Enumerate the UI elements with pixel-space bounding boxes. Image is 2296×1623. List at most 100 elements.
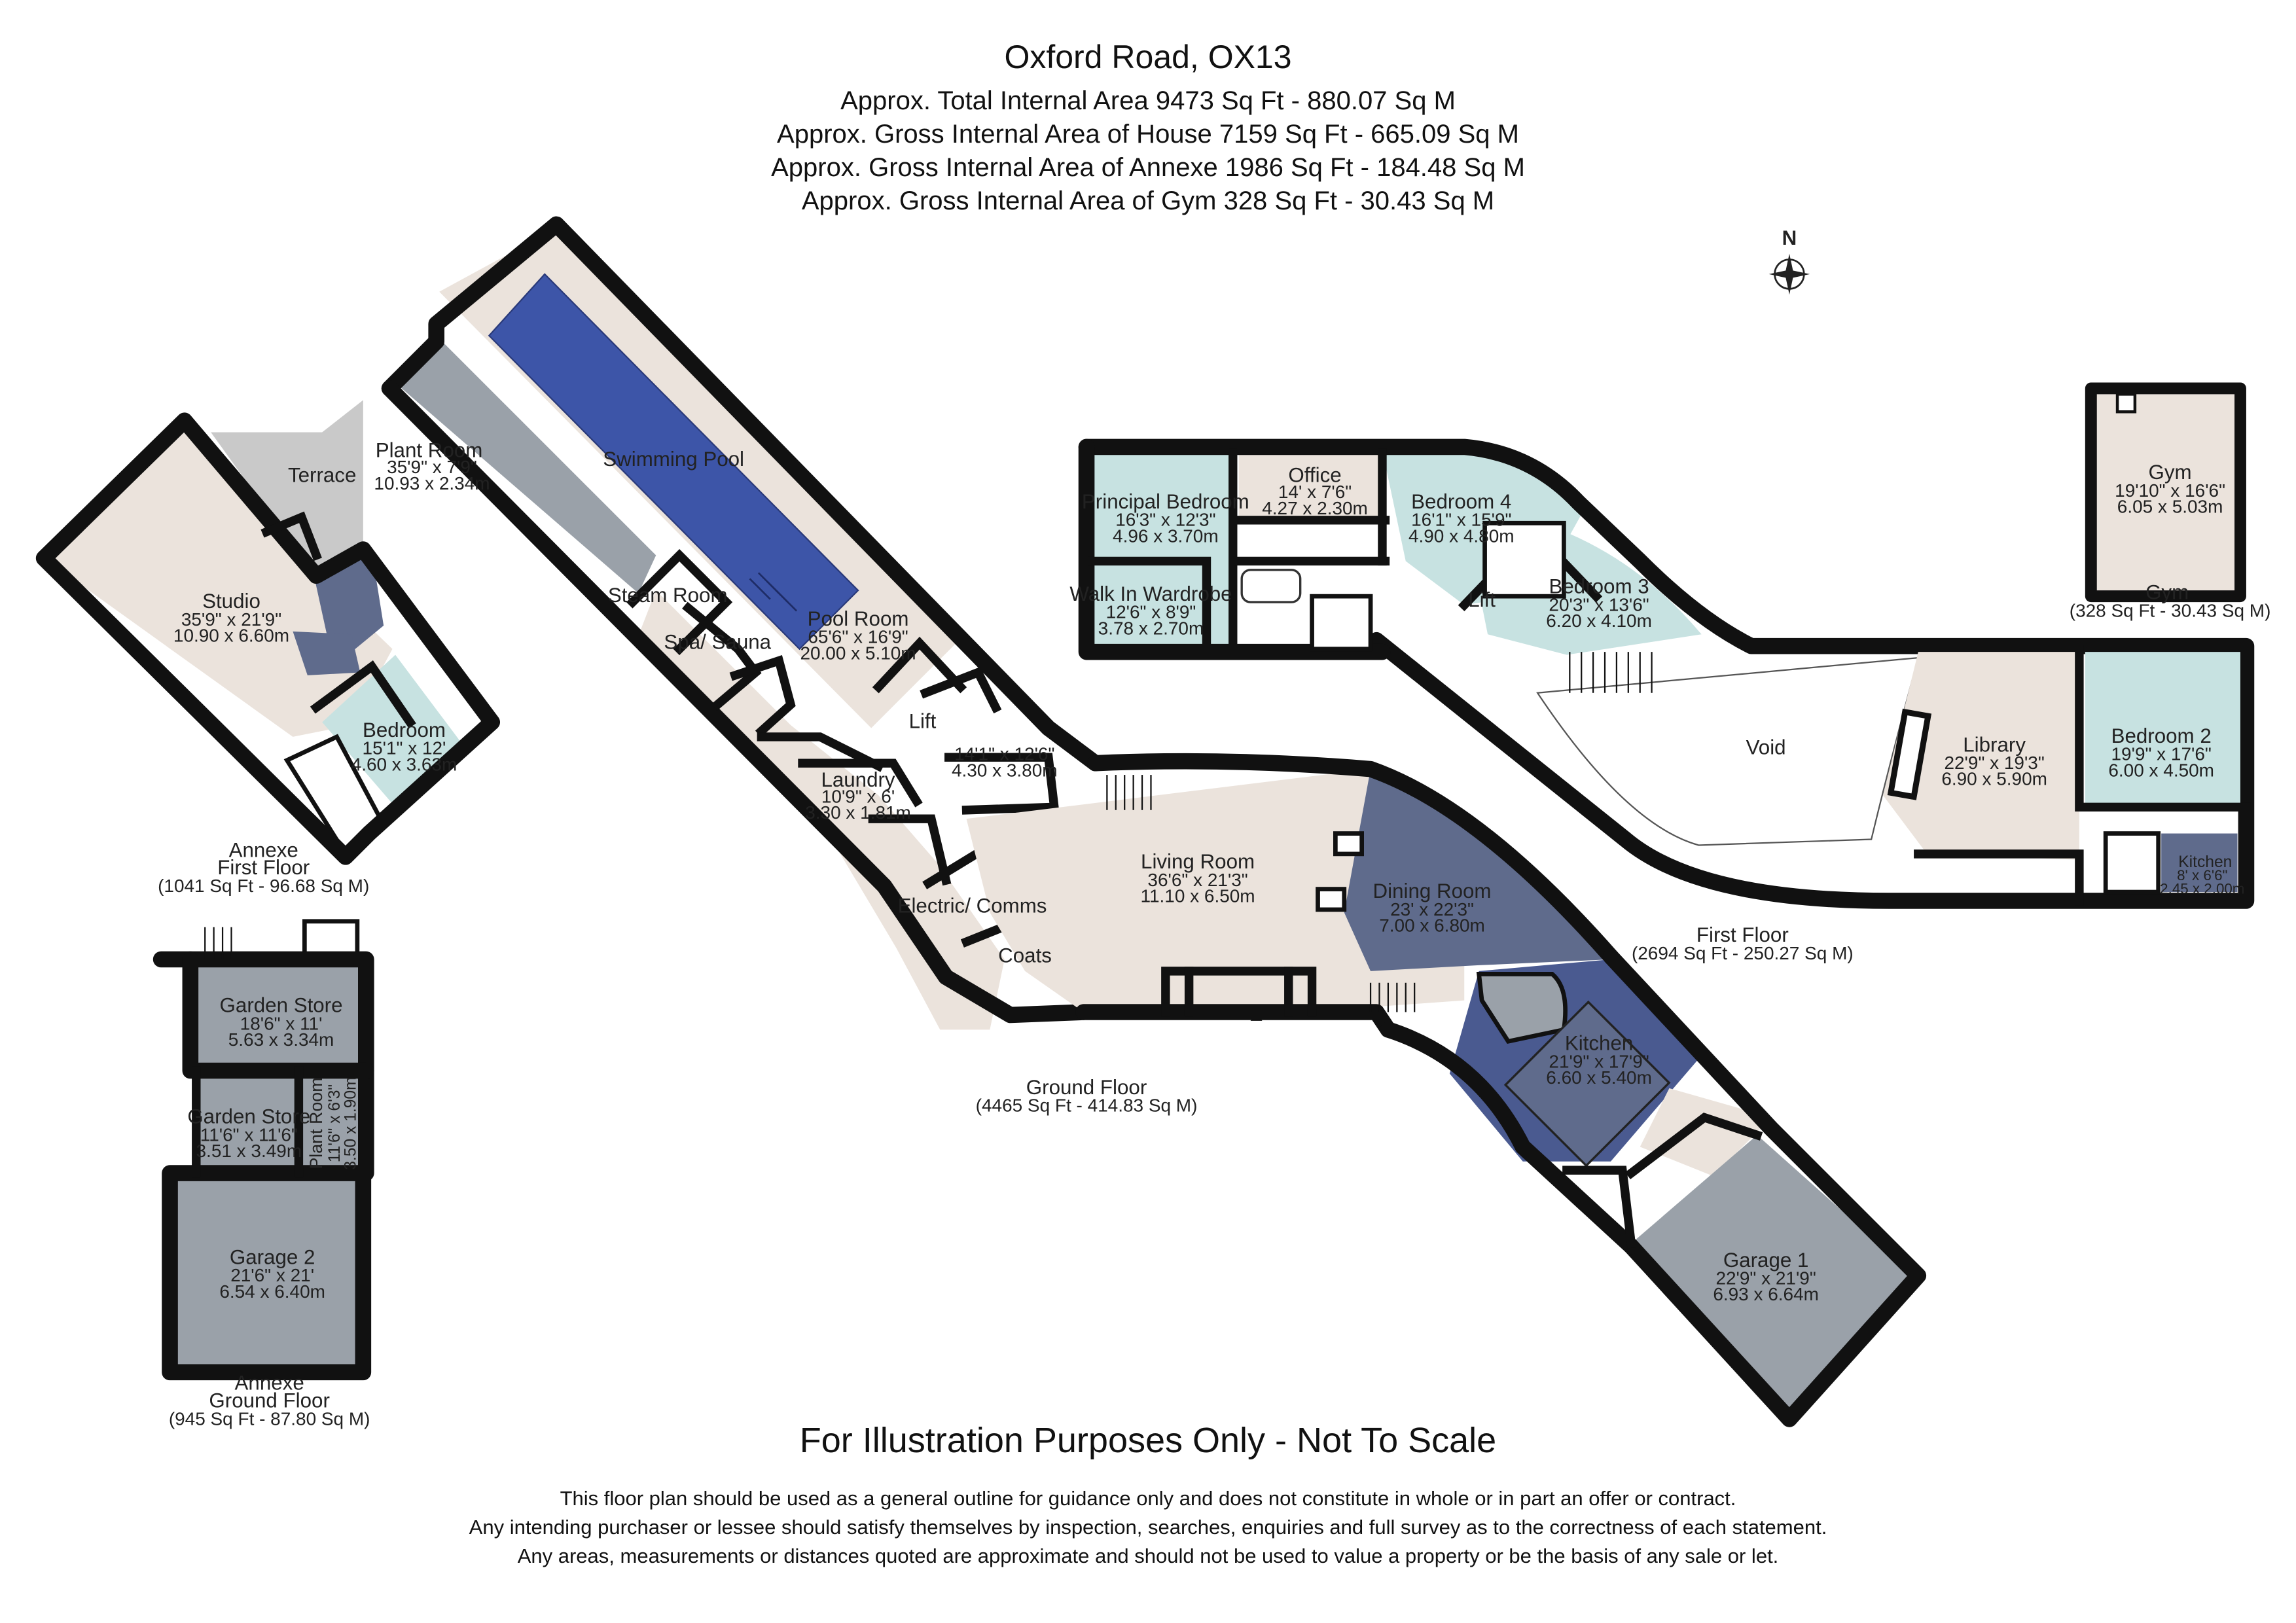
bedroom-3-dims-metric: 6.20 x 4.10m: [1546, 611, 1652, 631]
walk-in-wardrobe-label: Walk In Wardrobe: [1069, 582, 1232, 605]
bedroom-2-dims-imperial: 19'9" x 17'6": [2111, 744, 2212, 764]
annexe-bedroom-label: Bedroom: [363, 719, 446, 741]
laundry-dims-metric: 3.30 x 1.81m: [805, 802, 911, 823]
office-floor: [1238, 452, 1386, 520]
bedroom-2-floor: [2085, 652, 2240, 804]
annexe-area-line: Approx. Gross Internal Area of Annexe 19…: [771, 153, 1525, 182]
annexe-ground-floor: [152, 919, 374, 1381]
living-room-label: Living Room: [1141, 850, 1255, 873]
laundry-label: Laundry: [821, 768, 895, 791]
bedroom-4-label: Bedroom 4: [1411, 490, 1511, 513]
pool-plant-room-dims-imperial: 35'9" x 7'9": [387, 457, 477, 477]
annexe-first-floor-label-2: First Floor: [217, 856, 310, 879]
gym-building: [2085, 382, 2246, 603]
dining-room-floor: [1344, 769, 1611, 971]
first-lift-label: Lift: [1468, 588, 1496, 611]
office-dims-imperial: 14' x 7'6": [1278, 482, 1352, 502]
walk-in-wardrobe-dims-metric: 3.78 x 2.70m: [1098, 618, 1204, 638]
garage-2-label: Garage 2: [230, 1245, 315, 1268]
laundry-dims-imperial: 10'9" x 6': [821, 787, 895, 807]
garden-store-2-dims-metric: 3.51 x 3.49m: [196, 1141, 302, 1161]
garage-1-label: Garage 1: [1723, 1249, 1809, 1272]
living-room-floor: [966, 769, 1465, 1015]
void-label: Void: [1746, 736, 1786, 759]
disclaimer-line-3: Any areas, measurements or distances quo…: [517, 1544, 1779, 1567]
annexe-plant-room-label: Plant Room: [306, 1077, 326, 1169]
garage-1-dims-metric: 6.93 x 6.64m: [1713, 1284, 1819, 1304]
spa-sauna-label: Spa/ Sauna: [664, 631, 771, 654]
disclaimer-title: For Illustration Purposes Only - Not To …: [799, 1421, 1497, 1460]
floor-labels: Gym (328 Sq Ft - 30.43 Sq M) First Floor…: [158, 581, 2270, 1429]
bedroom-4-dims-imperial: 16'1" x 15'9": [1411, 510, 1511, 530]
ground-lift-label: Lift: [909, 709, 937, 732]
first-floor-area: (2694 Sq Ft - 250.27 Sq M): [1632, 943, 1854, 963]
garage-1-dims-imperial: 22'9" x 21'9": [1715, 1268, 1816, 1289]
library-floor: [1883, 652, 2079, 860]
kitchen-dims-imperial: 21'9" x 17'9": [1549, 1052, 1649, 1072]
kitchen-label: Kitchen: [1565, 1032, 1633, 1055]
small-kitchen-floor: [2161, 833, 2238, 893]
library-dims-metric: 6.90 x 5.90m: [1941, 769, 2047, 789]
dining-room-label: Dining Room: [1373, 880, 1492, 902]
room-labels: Swimming Pool Plant Room 35'9" x 7'9" 10…: [173, 439, 2245, 1305]
studio-dims-imperial: 35'9" x 21'9": [181, 609, 281, 630]
swimming-pool-label: Swimming Pool: [603, 448, 744, 471]
annexe-plant-room-dims-imperial: 11'6" x 6'3": [326, 1084, 344, 1162]
office-dims-metric: 4.27 x 2.30m: [1262, 498, 1368, 518]
pool-plant-room-label: Plant Room: [376, 439, 483, 462]
gym-room-label: Gym: [2149, 461, 2192, 484]
annexe-ground-floor-label: Annexe: [235, 1372, 304, 1395]
principal-bedroom-dims-imperial: 16'3" x 12'3": [1115, 510, 1215, 530]
annexe-ground-floor-area: (945 Sq Ft - 87.80 Sq M): [169, 1408, 370, 1429]
garden-store-1-dims-metric: 5.63 x 3.34m: [228, 1029, 334, 1050]
annexe-first-floor-label: Annexe: [229, 838, 298, 861]
annexe-plant-room-dims-metric: 3.50 x 1.90m: [342, 1077, 360, 1169]
pool-plant-room: [398, 338, 656, 594]
garden-store-2-label: Garden Store: [187, 1105, 310, 1128]
garden-store-1-dims-imperial: 18'6" x 11': [240, 1013, 323, 1033]
electric-comms-label: Electric/ Comms: [898, 894, 1047, 917]
gym-dims-metric: 6.05 x 5.03m: [2117, 497, 2223, 517]
gym-area-line: Approx. Gross Internal Area of Gym 328 S…: [801, 187, 1495, 215]
garage-2-dims-metric: 6.54 x 6.40m: [219, 1281, 325, 1302]
principal-bedroom-dims-metric: 4.96 x 3.70m: [1113, 526, 1219, 546]
ground-floor-area: (4465 Sq Ft - 414.83 Sq M): [976, 1096, 1198, 1116]
office-label: Office: [1288, 464, 1341, 487]
living-area: [966, 753, 1619, 1038]
annexe-first-floor-area: (1041 Sq Ft - 96.68 Sq M): [158, 876, 369, 896]
small-kitchen-dims-imperial: 8' x 6'6": [2177, 867, 2227, 883]
house-area-line: Approx. Gross Internal Area of House 715…: [777, 120, 1519, 149]
terrace-label: Terrace: [288, 464, 356, 487]
swimming-pool: [488, 273, 859, 651]
garden-store-1-floor: [190, 965, 361, 1065]
compass-rose-icon: N: [1768, 226, 1810, 295]
pool-room-dims-imperial: 65'6" x 16'9": [808, 627, 908, 647]
walk-in-wardrobe-dims-imperial: 12'6" x 8'9": [1106, 602, 1196, 622]
pool-room-dims-metric: 20.00 x 5.10m: [800, 643, 916, 663]
dining-room-dims-imperial: 23' x 22'3": [1390, 899, 1474, 919]
studio-label: Studio: [202, 590, 260, 613]
total-area-line: Approx. Total Internal Area 9473 Sq Ft -…: [840, 86, 1456, 115]
room-14-dims-metric: 4.30 x 3.80m: [952, 760, 1058, 780]
garage-2-dims-imperial: 21'6" x 21': [230, 1265, 314, 1285]
annexe-plant-room-floor: [301, 1070, 361, 1168]
gym-floor-label: Gym: [2145, 581, 2189, 604]
first-floor: [1078, 438, 2255, 909]
bedroom-3-label: Bedroom 3: [1549, 575, 1649, 598]
room-14-dims-imperial: 14'1" x 12'6": [954, 744, 1054, 764]
annexe-bedroom-dims-imperial: 15'1" x 12': [363, 738, 446, 758]
library-dims-imperial: 22'9" x 19'3": [1944, 753, 2044, 773]
bedroom-2-dims-metric: 6.00 x 4.50m: [2108, 760, 2214, 780]
annexe-ground-floor-label-2: Ground Floor: [209, 1389, 329, 1412]
library-label: Library: [1963, 733, 2026, 756]
bedroom-4-dims-metric: 4.90 x 4.80m: [1408, 526, 1515, 546]
disclaimer-line-1: This floor plan should be used as a gene…: [560, 1487, 1736, 1510]
pool-plant-room-dims-metric: 10.93 x 2.34m: [374, 473, 490, 493]
steam-room-label: Steam Room: [608, 584, 728, 607]
studio-dims-metric: 10.90 x 6.60m: [173, 625, 289, 645]
living-room-dims-imperial: 36'6" x 21'3": [1147, 870, 1247, 890]
pool-wing: [381, 216, 1103, 1030]
garden-store-2-dims-imperial: 11'6" x 11'6": [200, 1124, 298, 1145]
first-floor-label: First Floor: [1696, 923, 1789, 946]
